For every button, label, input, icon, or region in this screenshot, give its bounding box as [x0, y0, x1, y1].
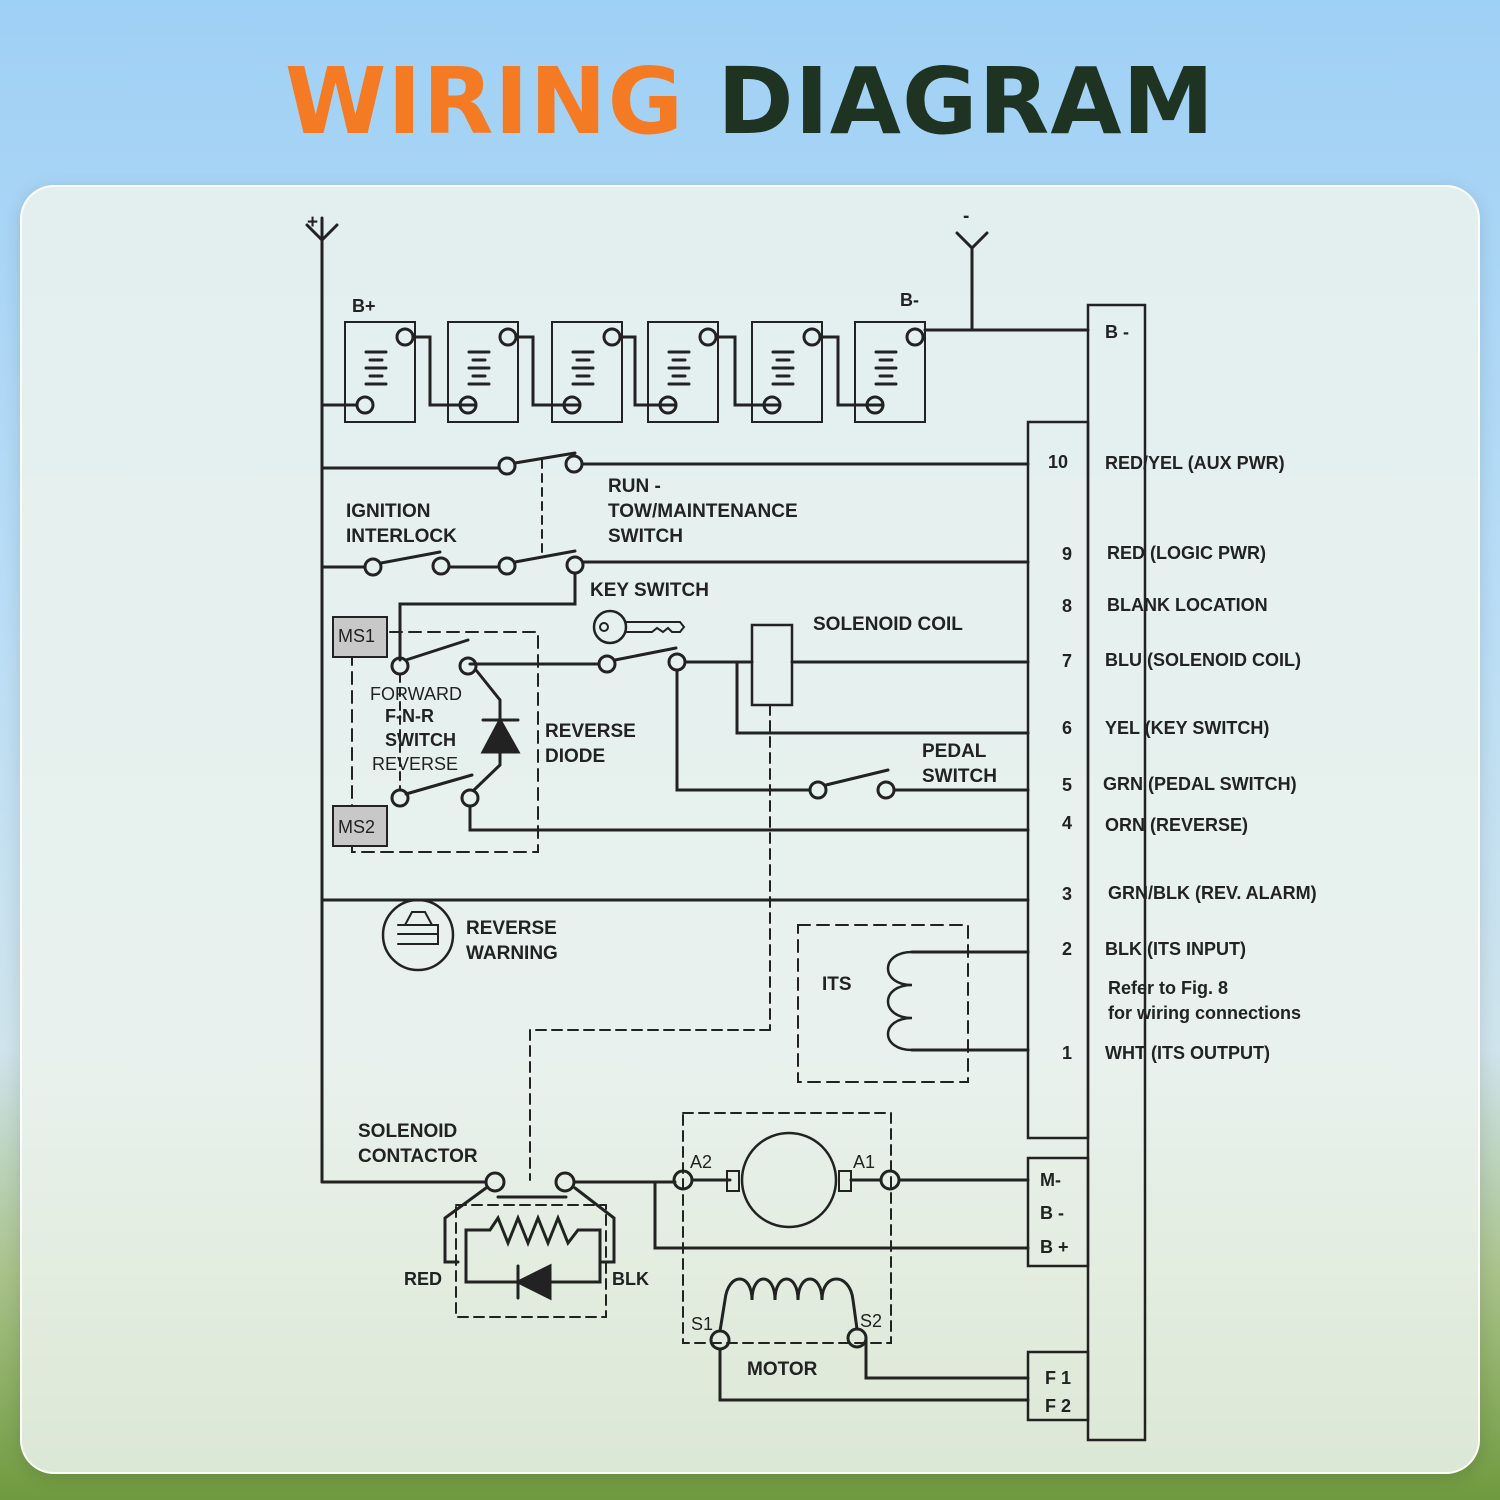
- reverse-warning-horn: [320, 898, 1030, 972]
- negative-terminal-symbol: [923, 231, 1090, 332]
- motor-label: MOTOR: [747, 1359, 818, 1380]
- run-label: RUN -: [608, 476, 661, 497]
- ignition-label: IGNITION: [346, 501, 430, 522]
- pin-description: BLANK LOCATION: [1107, 595, 1268, 615]
- positive-sign: +: [307, 212, 318, 233]
- s2-label: S2: [860, 1311, 882, 1331]
- battery-negative-label: B-: [900, 290, 919, 310]
- pin-number: 7: [1062, 651, 1072, 671]
- key-switch-label: KEY SWITCH: [590, 580, 709, 601]
- pin-number: 9: [1062, 544, 1072, 564]
- reverse-warning-label-1: REVERSE: [466, 918, 557, 939]
- controller-power-terminals: M- B - B + F 1 F 2: [1040, 1170, 1071, 1416]
- run-switch-label: SWITCH: [608, 526, 683, 547]
- tow-maintenance-label: TOW/MAINTENANCE: [608, 501, 798, 522]
- reverse-diode-label-1: REVERSE: [545, 721, 636, 742]
- a1-label: A1: [853, 1152, 875, 1172]
- s1-label: S1: [691, 1314, 713, 1334]
- reverse-position-label: REVERSE: [372, 754, 458, 774]
- pin-number: 4: [1062, 813, 1072, 833]
- reverse-warning-label-2: WARNING: [466, 943, 558, 964]
- fnr-label: F-N-R: [385, 706, 434, 726]
- solenoid-contactor-label-1: SOLENOID: [358, 1121, 457, 1142]
- title-word-diagram: DIAGRAM: [717, 48, 1216, 155]
- motor: [653, 1112, 1030, 1402]
- pin-number: 3: [1062, 884, 1072, 904]
- pin-description: WHT (ITS OUTPUT): [1105, 1043, 1270, 1063]
- battery-bank: [320, 321, 926, 423]
- forward-label: FORWARD: [370, 684, 462, 704]
- pin-description: BLU (SOLENOID COIL): [1105, 650, 1301, 670]
- pedal-switch: [675, 668, 1030, 800]
- controller-pin-list: 10 RED/YEL (AUX PWR) 9 RED (LOGIC PWR) 8…: [1048, 452, 1317, 1063]
- terminal-b-minus: B -: [1040, 1203, 1064, 1223]
- solenoid-coil-label: SOLENOID COIL: [813, 614, 963, 635]
- pin-number: 8: [1062, 596, 1072, 616]
- solenoid-contactor-label-2: CONTACTOR: [358, 1146, 478, 1167]
- pin-description: BLK (ITS INPUT): [1105, 939, 1246, 959]
- terminal-f1: F 1: [1045, 1368, 1071, 1388]
- pin-description: GRN/BLK (REV. ALARM): [1108, 883, 1317, 903]
- pin-description: GRN (PEDAL SWITCH): [1103, 774, 1297, 794]
- pedal-label: PEDAL: [922, 741, 987, 762]
- terminal-b-plus: B +: [1040, 1237, 1069, 1257]
- controller-top-label: B -: [1105, 322, 1129, 342]
- positive-terminal-symbol: [305, 216, 339, 1184]
- interlock-label: INTERLOCK: [346, 526, 457, 547]
- solenoid-coil: [529, 623, 1030, 1181]
- pin-description: ORN (REVERSE): [1105, 815, 1248, 835]
- blk-wire-label: BLK: [612, 1269, 649, 1289]
- terminal-m-minus: M-: [1040, 1170, 1061, 1190]
- reverse-diode: [480, 716, 521, 754]
- negative-sign: -: [963, 206, 969, 227]
- wiring-note-line-1: Refer to Fig. 8: [1108, 978, 1228, 998]
- a2-label: A2: [690, 1152, 712, 1172]
- red-wire-label: RED: [404, 1269, 442, 1289]
- pin-number: 10: [1048, 452, 1068, 472]
- pin-description: RED (LOGIC PWR): [1107, 543, 1266, 563]
- controller-box: [1026, 303, 1147, 1442]
- pin-number: 5: [1062, 775, 1072, 795]
- its-sensor: [797, 924, 1030, 1083]
- ms1-label: MS1: [338, 626, 375, 646]
- terminal-f2: F 2: [1045, 1396, 1071, 1416]
- solenoid-contactor: [320, 1171, 677, 1318]
- title-word-wiring: WIRING: [284, 48, 685, 155]
- pedal-switch-label: SWITCH: [922, 766, 997, 787]
- pin-description: RED/YEL (AUX PWR): [1105, 453, 1285, 473]
- fnr-switch-label: SWITCH: [385, 730, 456, 750]
- page-title: WIRING DIAGRAM: [0, 48, 1500, 155]
- its-label: ITS: [822, 974, 852, 995]
- battery-positive-label: B+: [352, 296, 376, 316]
- key-switch: [592, 609, 687, 674]
- reverse-diode-label-2: DIODE: [545, 746, 605, 767]
- pin-number: 1: [1062, 1043, 1072, 1063]
- ms2-label: MS2: [338, 817, 375, 837]
- pin-number: 2: [1062, 939, 1072, 959]
- wiring-note-line-2: for wiring connections: [1108, 1003, 1301, 1023]
- pin-number: 6: [1062, 718, 1072, 738]
- pin-description: YEL (KEY SWITCH): [1105, 718, 1269, 738]
